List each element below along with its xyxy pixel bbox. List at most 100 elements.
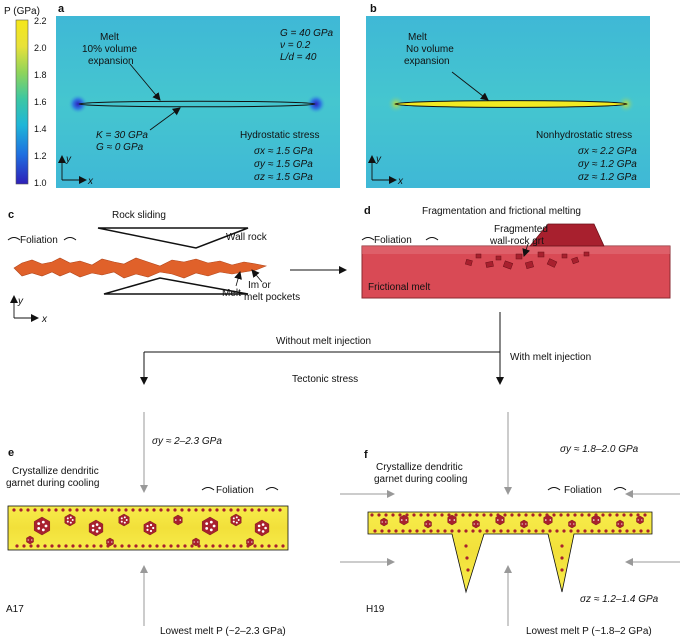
garnet-dot — [36, 544, 40, 548]
garnet-dot — [120, 544, 124, 548]
garnet-dot — [541, 529, 545, 533]
garnet-dot — [643, 513, 647, 517]
lowest-pressure-label: Lowest melt P (~2–2.3 GPa) — [160, 626, 286, 637]
stress-value: σz ≈ 1.2 GPa — [578, 172, 637, 183]
garnet-dot — [636, 513, 640, 517]
garnet-dot — [499, 529, 503, 533]
garnet-dot — [103, 508, 107, 512]
foliation-label: Foliation — [216, 485, 254, 496]
garnet-dot — [408, 529, 412, 533]
garnet-dot — [211, 544, 215, 548]
axes-indicator: y x — [58, 154, 94, 187]
garnet-dot — [159, 508, 163, 512]
garnet-dot — [485, 529, 489, 533]
garnet-dot — [78, 544, 82, 548]
garnet-dot — [92, 544, 96, 548]
garnet-dot — [601, 513, 605, 517]
garnet-dot — [239, 544, 243, 548]
garnet-dot — [482, 513, 486, 517]
tectonic-stress-label: Tectonic stress — [292, 374, 358, 385]
axis-y-label: y — [17, 296, 24, 307]
panel-letter: c — [8, 209, 14, 221]
garnet-dot — [173, 508, 177, 512]
garnet-dot — [26, 508, 30, 512]
garnet-dot — [394, 529, 398, 533]
garnet-dot — [148, 544, 152, 548]
panel-e: e σy ≈ 2–2.3 GPa Crystallize dendritic g… — [6, 412, 289, 637]
pocket-pointer — [251, 269, 263, 283]
garnet-dot — [131, 508, 135, 512]
wall-rock-label: Wall rock — [226, 232, 268, 243]
garnet-dot — [471, 529, 475, 533]
sigma-label: σy ≈ 1.8–2.0 GPa — [560, 444, 639, 455]
dendritic-garnets — [12, 508, 285, 548]
panel-letter: a — [58, 3, 65, 15]
garnet-dot — [145, 508, 149, 512]
panel-letter: f — [364, 449, 368, 461]
garnet-dot — [433, 513, 437, 517]
panel-c: c Rock sliding Foliation Wall rock Melt … — [7, 209, 300, 325]
panel-f: f σy ≈ 1.8–2.0 GPa Crystallize dendritic… — [340, 412, 680, 637]
garnet-dot — [454, 513, 458, 517]
garnet-dot — [625, 529, 629, 533]
colorbar-ticks: 2.2 2.0 1.8 1.6 1.4 1.2 1.0 — [34, 16, 47, 188]
garnet-dot — [492, 529, 496, 533]
garnet-dot — [464, 544, 468, 548]
garnet-dot — [478, 529, 482, 533]
foliation-mark — [361, 237, 375, 241]
garnet-dot — [253, 544, 257, 548]
garnet-dot — [466, 568, 470, 572]
foliation-label: Foliation — [20, 235, 58, 246]
panel-b: b Melt No volume expansion Nonhydrostati… — [366, 3, 650, 188]
garnet-dot — [29, 544, 33, 548]
crystallize-label: garnet during cooling — [6, 478, 99, 489]
garnet-dot — [436, 529, 440, 533]
garnet-dot — [590, 529, 594, 533]
panel-title: Fragmentation and frictional melting — [422, 206, 581, 217]
dendritic-garnets — [370, 513, 650, 572]
garnet-dot — [440, 513, 444, 517]
garnet-dot — [443, 529, 447, 533]
garnet-crystal — [64, 513, 76, 527]
garnet-dot — [506, 529, 510, 533]
garnet-dot — [387, 529, 391, 533]
garnet-dot — [429, 529, 433, 533]
colorbar-tick: 1.2 — [34, 151, 47, 161]
garnet-dot — [271, 508, 275, 512]
garnet-dot — [155, 544, 159, 548]
garnet-dot — [22, 544, 26, 548]
garnet-dot — [117, 508, 121, 512]
colorbar-tick: 1.8 — [34, 70, 47, 80]
garnet-dot — [134, 544, 138, 548]
garnet-dot — [560, 568, 564, 572]
garnet-crystal — [591, 514, 601, 526]
garnet-dot — [243, 508, 247, 512]
garnet-dot — [531, 513, 535, 517]
garnet-dot — [580, 513, 584, 517]
rock-sliding-label: Rock sliding — [112, 210, 166, 221]
melt-label: expansion — [88, 56, 134, 67]
melt-pointer — [451, 71, 489, 101]
garnet-dot — [236, 508, 240, 512]
stress-title: Nonhydrostatic stress — [536, 130, 632, 141]
foliation-mark — [547, 487, 561, 491]
melt-pointer — [234, 271, 242, 287]
garnet-dot — [124, 508, 128, 512]
melt-pointer — [129, 63, 161, 101]
garnet-dot — [457, 529, 461, 533]
axis-y-label: y — [375, 154, 382, 165]
garnet-dot — [162, 544, 166, 548]
garnet-dot — [180, 508, 184, 512]
garnet-dot — [68, 508, 72, 512]
inclusion-label: K = 30 GPa — [96, 130, 148, 141]
garnet-dot — [250, 508, 254, 512]
garnet-dot — [260, 544, 264, 548]
slip-arrow-bottom — [103, 277, 249, 295]
garnet-dot — [380, 529, 384, 533]
garnet-crystal — [472, 519, 480, 529]
garnet-dot — [215, 508, 219, 512]
garnet-dot — [513, 529, 517, 533]
garnet-dot — [559, 513, 563, 517]
garnet-dot — [415, 529, 419, 533]
garnet-crystal — [568, 519, 576, 529]
